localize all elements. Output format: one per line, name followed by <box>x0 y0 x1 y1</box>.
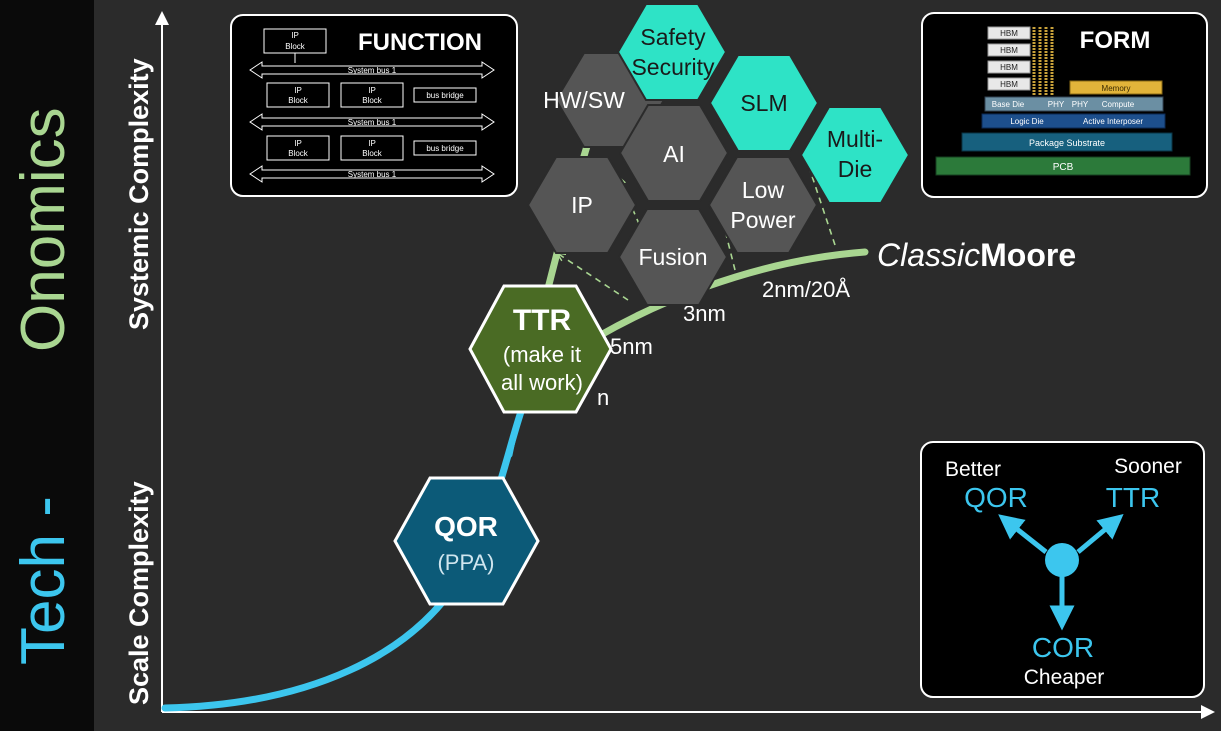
tri-sooner: Sooner <box>1114 455 1182 478</box>
form-phy-2: PHY <box>1072 100 1089 109</box>
axis-label-scale: Scale Complexity <box>124 481 154 705</box>
hex-multi-die-label-2: Die <box>838 156 873 182</box>
hex-fusion-label: Fusion <box>638 244 707 270</box>
hex-qor[interactable] <box>393 476 540 606</box>
hex-ip[interactable] <box>526 156 638 254</box>
fn-bridge-2: bus bridge <box>426 144 464 153</box>
form-hbm-4: HBM <box>1000 80 1018 89</box>
tri-arrow-qor <box>998 514 1048 554</box>
label-2nm: 2nm/20Å <box>762 277 850 302</box>
form-panel: FORM HBM HBM HBM HBM Memory Base Die PHY… <box>921 12 1208 198</box>
dashed-line-a <box>560 255 629 301</box>
tri-better: Better <box>945 458 1001 481</box>
form-substrate: Package Substrate <box>1029 138 1105 148</box>
left-title-bar <box>0 0 94 731</box>
tri-cheaper: Cheaper <box>1024 666 1105 689</box>
hex-slm-label: SLM <box>740 90 787 116</box>
form-phy-1: PHY <box>1048 100 1065 109</box>
hex-safety-label-2: Security <box>631 54 715 80</box>
sidebar-tech-text: Tech - <box>9 496 78 665</box>
form-title: FORM <box>1080 27 1151 54</box>
fn-bridge-1: bus bridge <box>426 91 464 100</box>
tri-center-dot <box>1045 543 1079 577</box>
function-title: FUNCTION <box>358 29 482 56</box>
hex-ttr-title: TTR <box>513 304 572 337</box>
hex-fusion[interactable] <box>617 208 729 306</box>
hex-ttr-sub-2: all work) <box>501 370 583 395</box>
classic-moore-italic: Classic <box>877 237 980 273</box>
hex-qor-sub: (PPA) <box>437 550 494 575</box>
fn-ip-block-3a: IP <box>368 86 376 95</box>
hex-safety-security[interactable] <box>616 3 728 101</box>
fn-bus-3-label: System bus 1 <box>348 170 397 179</box>
fn-ip-block-3b: Block <box>362 96 383 105</box>
fn-ip-block-2a: IP <box>294 86 302 95</box>
fn-ip-block-4b: Block <box>288 149 309 158</box>
tri-arrow-ttr <box>1076 513 1124 554</box>
label-7nm: n <box>597 385 609 410</box>
label-5nm: 5nm <box>610 334 653 359</box>
classic-moore-bold: Moore <box>980 237 1076 273</box>
form-active-interposer: Active Interposer <box>1083 117 1143 126</box>
tri-ttr: TTR <box>1106 482 1160 513</box>
sidebar-onomics-text: Onomics <box>9 107 78 352</box>
fn-ip-block-5b: Block <box>362 149 383 158</box>
tri-qor: QOR <box>964 482 1028 513</box>
hex-ai[interactable] <box>618 104 730 202</box>
hex-qor-title: QOR <box>434 511 498 542</box>
form-memory: Memory <box>1102 84 1131 93</box>
dashed-line-c <box>809 169 836 246</box>
fn-ip-block-1a: IP <box>291 31 299 40</box>
hex-low-power-label-1: Low <box>742 177 785 203</box>
fn-ip-block-5a: IP <box>368 139 376 148</box>
hex-low-power[interactable] <box>707 156 819 254</box>
hex-multi-die[interactable] <box>799 106 911 204</box>
hex-slm[interactable] <box>708 54 820 152</box>
form-logic-die: Logic Die <box>1010 117 1044 126</box>
form-pcb: PCB <box>1053 162 1074 173</box>
hex-ttr-sub-1: (make it <box>503 342 581 367</box>
fn-bus-1-label: System bus 1 <box>348 66 397 75</box>
form-hbm-3: HBM <box>1000 63 1018 72</box>
hex-ip-label: IP <box>571 192 593 218</box>
hex-ai-label: AI <box>663 141 685 167</box>
fn-ip-block-1b: Block <box>285 42 306 51</box>
tri-panel: Better QOR Sooner TTR COR Cheaper <box>920 441 1205 698</box>
hex-hwsw-label: HW/SW <box>543 87 625 113</box>
fn-bus-1 <box>249 61 495 79</box>
classic-moore-label: ClassicMoore <box>877 237 1076 273</box>
hex-safety-label-1: Safety <box>640 24 706 50</box>
form-hbm-1: HBM <box>1000 29 1018 38</box>
axis-label-systemic: Systemic Complexity <box>124 58 154 330</box>
fn-bus-2 <box>249 113 495 131</box>
form-hbm-2: HBM <box>1000 46 1018 55</box>
form-compute: Compute <box>1102 100 1135 109</box>
fn-bus-2-label: System bus 1 <box>348 118 397 127</box>
function-panel: FUNCTION IP Block System bus 1 IP Block … <box>230 14 518 197</box>
tri-cor: COR <box>1032 632 1094 663</box>
form-base-die: Base Die <box>992 100 1025 109</box>
fn-ip-block-4a: IP <box>294 139 302 148</box>
hex-multi-die-label-1: Multi- <box>827 126 883 152</box>
hex-low-power-label-2: Power <box>730 207 796 233</box>
fn-ip-block-2b: Block <box>288 96 309 105</box>
hex-ttr[interactable] <box>468 284 613 414</box>
fn-bus-3 <box>249 165 495 183</box>
